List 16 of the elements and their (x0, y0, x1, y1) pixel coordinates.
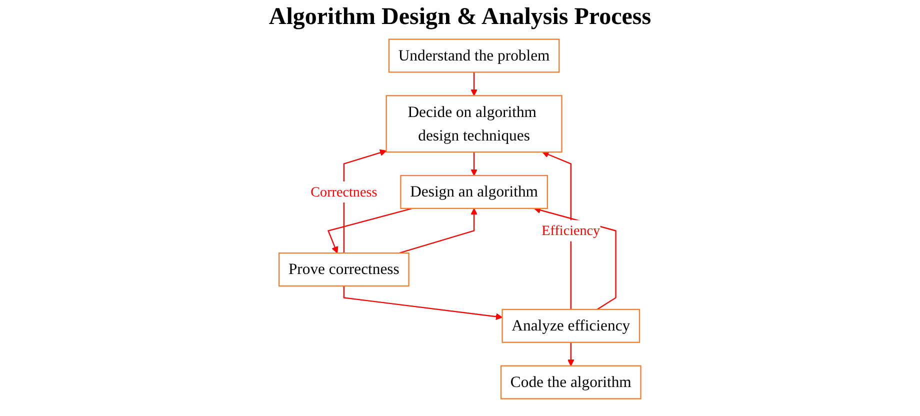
node-box: Code the algorithm (500, 365, 642, 400)
node-box: Decide on algorithm design techniques (386, 95, 562, 153)
node-box: Design an algorithm (400, 174, 548, 210)
arrow (568, 342, 574, 366)
arrow (470, 152, 478, 176)
node-box: Prove correctness (278, 252, 410, 287)
arrow (343, 286, 503, 320)
diagram-title: Algorithm Design & Analysis Process (268, 4, 652, 31)
arrow (399, 208, 478, 254)
node-box: Analyze efficiency (502, 308, 640, 343)
node-box: Understand the problem (388, 38, 560, 73)
arrow (328, 208, 412, 254)
edge-label: Efficiency (542, 222, 600, 238)
edge-label: Correctness (310, 184, 378, 200)
arrow (470, 72, 478, 96)
arrow (542, 151, 572, 310)
